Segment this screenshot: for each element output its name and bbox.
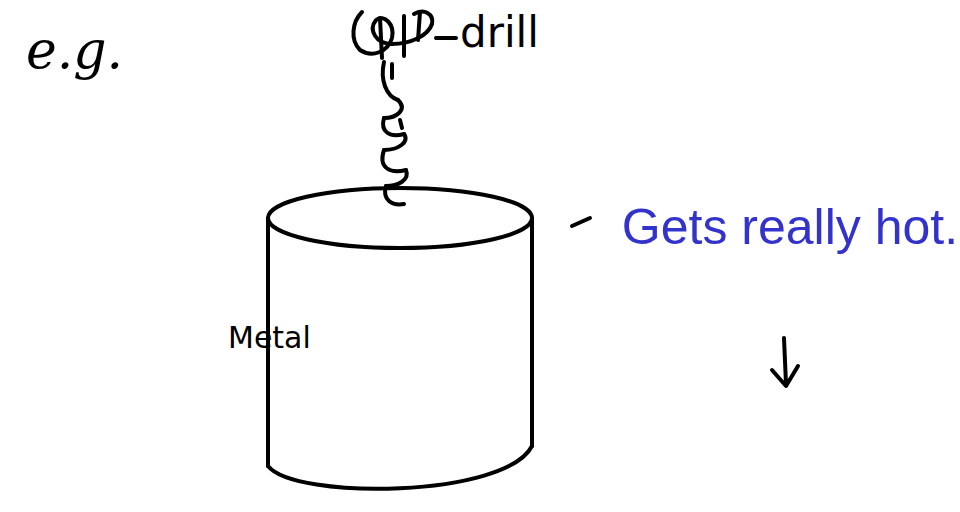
part-label: drill [460,10,580,56]
cylinder-top [268,188,532,248]
leader-line [572,218,590,226]
cylinder-bottom [268,446,532,489]
drill-bit [380,12,420,58]
callout-note: Gets really hot. [620,200,960,255]
down-arrow [772,338,798,386]
drill-bit [384,64,407,186]
metal-cylinder: Metal [268,188,532,496]
example-note: e.g. [26,22,146,79]
material-label: Metal [228,320,311,355]
drill-bit [382,62,406,204]
leader-line [436,36,456,40]
